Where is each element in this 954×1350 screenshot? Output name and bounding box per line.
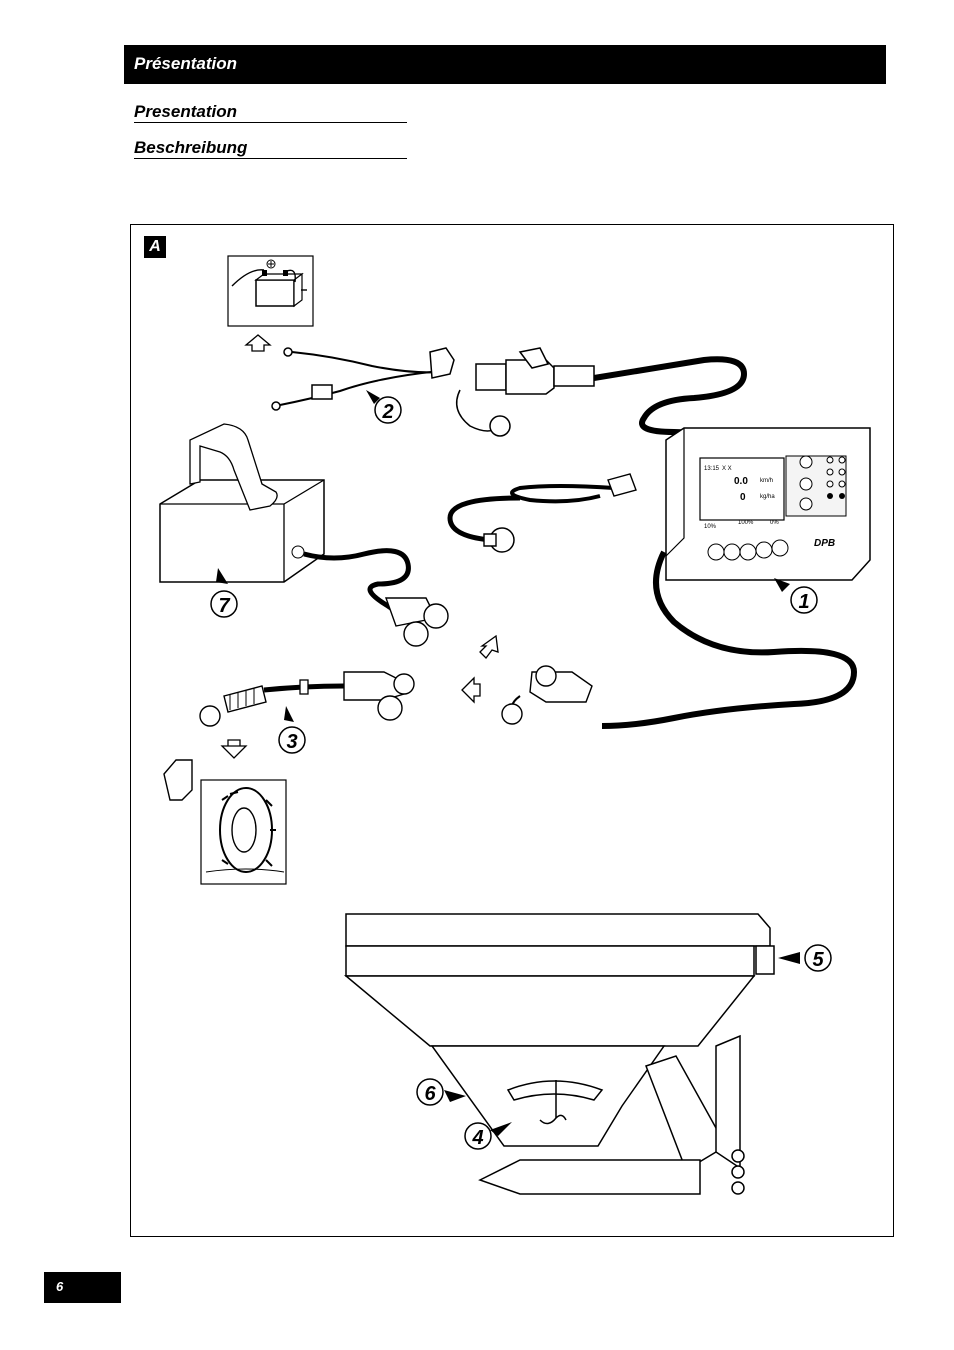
section-title: Présentation <box>134 54 237 73</box>
figure-frame <box>130 224 894 1237</box>
box-cable <box>303 548 411 621</box>
console-time: 13:15 <box>704 466 720 472</box>
power-cable <box>593 356 748 453</box>
spreader-hopper <box>343 913 775 1195</box>
callout-7: 7 <box>218 595 230 617</box>
wheel-inset <box>200 779 287 885</box>
subtitle-english: Presentation <box>134 102 407 123</box>
console-rate-unit: kg/ha <box>760 494 775 500</box>
sensor-harness <box>199 671 415 727</box>
callout-4: 4 <box>471 1127 483 1149</box>
console-rate: 0 <box>740 492 746 503</box>
control-console: 13:15 X X 0.0 km/h 0 kg/ha 10% 100% 0% D… <box>665 427 871 581</box>
console-brand: DPB <box>814 538 835 549</box>
page-number-box: 6 <box>44 1272 121 1303</box>
figure-label: A <box>144 236 166 258</box>
battery-inset <box>227 255 314 327</box>
page-number: 6 <box>56 1279 64 1294</box>
control-box <box>159 423 325 583</box>
callout-3: 3 <box>286 731 297 753</box>
console-pct-100: 100% <box>738 520 754 526</box>
console-pct-10: 10% <box>704 524 717 530</box>
main-connector <box>501 665 593 725</box>
arrow-diagonal-icon <box>479 634 499 659</box>
callout-2: 2 <box>381 401 393 423</box>
box-connector <box>385 597 449 647</box>
callout-6: 6 <box>424 1083 436 1105</box>
console-marker: X X <box>722 466 732 472</box>
console-cable <box>601 550 858 729</box>
power-harness <box>271 347 595 437</box>
console-connector-cable <box>447 473 637 553</box>
magnet-icon <box>163 759 193 801</box>
arrow-down-icon <box>220 739 248 759</box>
section-header-bar: Présentation <box>124 45 886 84</box>
subtitle-german: Beschreibung <box>134 138 407 159</box>
console-pct-0: 0% <box>770 520 779 526</box>
console-speed-unit: km/h <box>760 478 773 484</box>
arrow-left-icon <box>461 676 481 704</box>
arrow-up-icon <box>244 334 272 352</box>
callout-5: 5 <box>812 949 824 971</box>
console-speed: 0.0 <box>734 476 748 487</box>
callout-1: 1 <box>798 591 809 613</box>
